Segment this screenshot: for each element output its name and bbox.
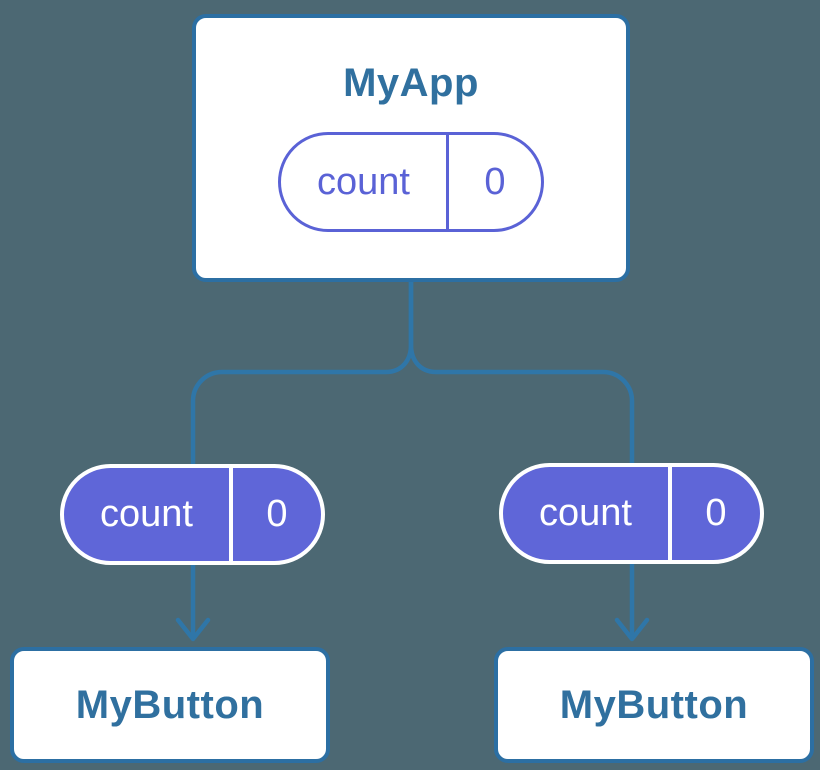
prop-pill-right: count 0 (499, 463, 764, 564)
node-mybutton-right: MyButton (494, 647, 814, 763)
connector-left-branch (190, 278, 414, 640)
prop-pill-left-label: count (100, 493, 193, 535)
node-mybutton-right-title: MyButton (559, 683, 749, 727)
prop-pill-right-value: 0 (668, 467, 760, 560)
prop-pill-left-value: 0 (229, 468, 321, 561)
prop-pill-right-label: count (539, 492, 632, 534)
state-pill: count 0 (278, 132, 544, 232)
state-pill-value: 0 (446, 135, 541, 229)
arrowhead-right-icon (614, 617, 650, 642)
state-pill-label: count (317, 160, 410, 203)
node-myapp-title: MyApp (343, 61, 479, 105)
connector-right-branch (408, 278, 635, 640)
node-mybutton-left-title: MyButton (75, 683, 265, 727)
prop-pill-left: count 0 (60, 464, 325, 565)
node-mybutton-left: MyButton (10, 647, 330, 763)
arrowhead-left-icon (175, 617, 211, 642)
node-myapp: MyApp count 0 (192, 14, 630, 282)
